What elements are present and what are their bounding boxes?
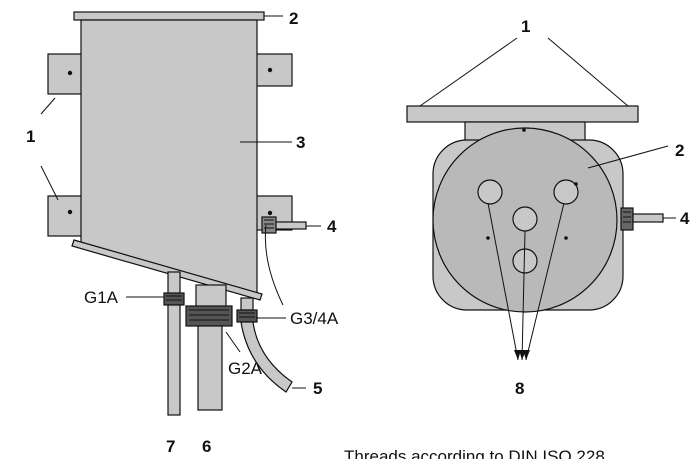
side-small-pipe — [167, 304, 181, 416]
side-main-pipe-collar — [195, 284, 227, 308]
screw-dot — [574, 182, 578, 186]
front-mount-plate — [406, 105, 639, 123]
screw-dot — [564, 236, 568, 240]
arrowhead — [514, 350, 521, 360]
side-small-pipe-stub — [167, 271, 181, 295]
callout-front-brackets: 1 — [521, 17, 530, 36]
side-drain-hose — [240, 321, 293, 393]
side-view: 2 1 3 4 5 6 7 G1A G3/4A G2A — [26, 9, 339, 456]
callout-side-bracket-upper: 1 — [26, 127, 35, 146]
footnote-threads: Threads according to DIN ISO 228 — [344, 447, 605, 459]
front-port-left — [477, 179, 503, 205]
callout-side-outlet: 4 — [327, 217, 337, 236]
callout-side-plate: 2 — [289, 9, 298, 28]
front-port-bottom — [512, 248, 538, 274]
thread-label-g34a: G3/4A — [290, 309, 339, 328]
front-port-right — [553, 179, 579, 205]
front-view: 1 2 4 8 — [406, 17, 690, 398]
callout-front-ports: 8 — [515, 379, 524, 398]
callout-front-body: 2 — [675, 141, 684, 160]
arrowhead — [523, 350, 530, 360]
front-top-dot — [522, 128, 526, 132]
front-port-center — [512, 206, 538, 232]
side-bracket-top-left — [47, 53, 87, 95]
callout-side-small-pipe: 7 — [166, 437, 175, 456]
thread-label-g2a: G2A — [228, 359, 263, 378]
g1a-nut — [163, 292, 185, 306]
bracket-hole — [67, 209, 73, 215]
bracket-hole — [67, 70, 73, 76]
callout-side-drain: 5 — [313, 379, 322, 398]
g34a-nut — [236, 309, 258, 323]
side-drain-stub — [240, 297, 254, 311]
side-bracket-bottom-left — [47, 195, 87, 237]
g2a-nut — [185, 305, 233, 327]
callout-side-main-pipe: 6 — [202, 437, 211, 456]
side-outlet-fitting — [261, 216, 277, 234]
front-outlet-fitting — [620, 207, 634, 231]
front-outlet-pipe — [632, 213, 664, 223]
side-mount-plate — [73, 11, 265, 21]
side-main-pipe — [197, 325, 223, 411]
callout-side-tank: 3 — [296, 133, 305, 152]
bracket-hole — [267, 67, 273, 73]
screw-dot — [486, 236, 490, 240]
side-outlet-pipe — [275, 221, 307, 230]
callout-front-outlet: 4 — [680, 209, 690, 228]
thread-label-g1a: G1A — [84, 288, 119, 307]
bracket-hole — [267, 210, 273, 216]
